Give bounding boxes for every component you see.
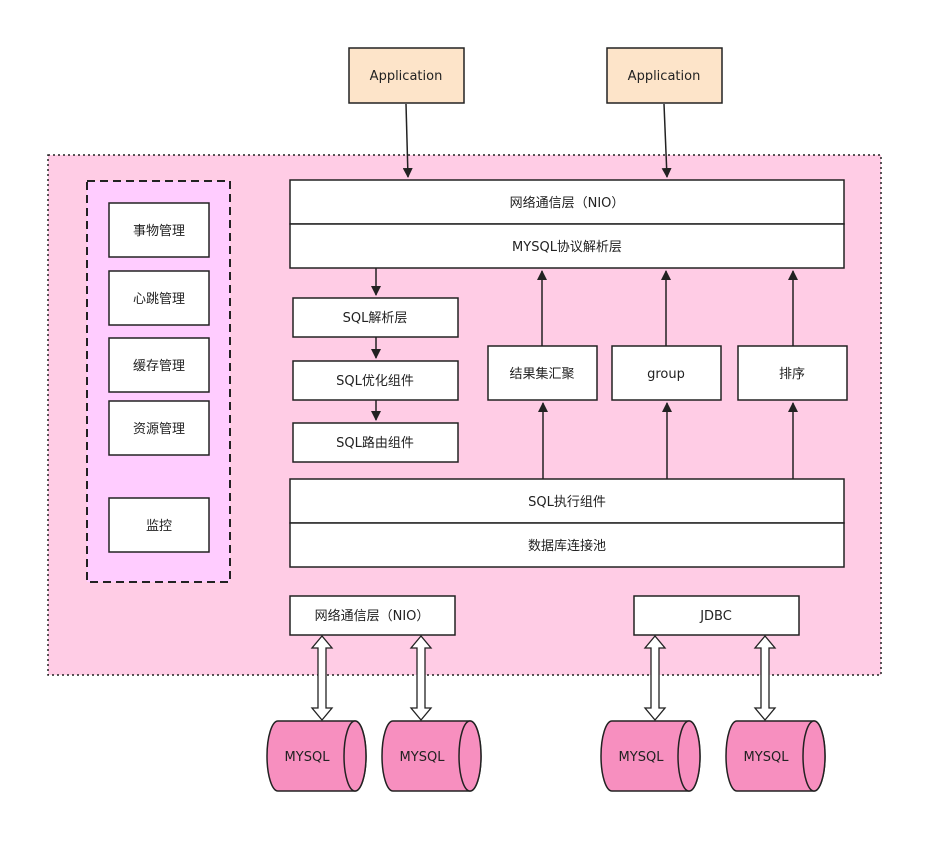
mysql-database-4: MYSQL <box>725 720 826 792</box>
database-label: MYSQL <box>285 750 331 765</box>
application-box-2: Application <box>606 47 723 104</box>
sql-optimize-component: SQL优化组件 <box>292 360 459 401</box>
sql-chain-label: SQL优化组件 <box>336 374 414 389</box>
panel-item-label: 事物管理 <box>133 224 185 239</box>
connector-label: 网络通信层（NIO） <box>315 608 430 624</box>
panel-item-resource: 资源管理 <box>108 400 210 456</box>
panel-item-label: 缓存管理 <box>133 359 185 374</box>
group-box: group <box>611 345 722 401</box>
application-label: Application <box>370 69 443 84</box>
sql-chain-label: SQL解析层 <box>343 311 408 326</box>
sql-chain-label: SQL路由组件 <box>336 435 414 451</box>
pool-label: 数据库连接池 <box>528 538 606 554</box>
mysql-database-2: MYSQL <box>381 720 482 792</box>
network-layer-top: 网络通信层（NIO） <box>289 179 845 225</box>
mysql-database-3: MYSQL <box>600 720 701 792</box>
panel-item-cache: 缓存管理 <box>108 337 210 393</box>
result-merge-box: 结果集汇聚 <box>487 345 598 401</box>
panel-item-monitor: 监控 <box>108 497 210 553</box>
database-label: MYSQL <box>400 750 446 765</box>
sql-parse-layer: SQL解析层 <box>292 297 459 338</box>
application-label: Application <box>628 69 701 84</box>
database-label: MYSQL <box>744 750 790 765</box>
panel-item-label: 监控 <box>146 519 172 534</box>
exec-label: SQL执行组件 <box>528 495 606 510</box>
jdbc-box: JDBC <box>633 595 800 636</box>
network-layer-bottom: 网络通信层（NIO） <box>289 595 456 636</box>
application-box-1: Application <box>348 47 465 104</box>
app-arrow <box>661 103 672 178</box>
sql-exec-component: SQL执行组件 <box>289 478 845 524</box>
sql-route-component: SQL路由组件 <box>292 422 459 463</box>
mysql-database-1: MYSQL <box>266 720 367 792</box>
result-box-label: 排序 <box>779 367 805 382</box>
double-arrow <box>310 634 334 722</box>
database-label: MYSQL <box>619 750 665 765</box>
double-arrow <box>753 634 777 722</box>
protocol-layer-label: MYSQL协议解析层 <box>512 240 622 255</box>
panel-item-heartbeat: 心跳管理 <box>108 270 210 326</box>
double-arrow <box>643 634 667 722</box>
double-arrow <box>409 634 433 722</box>
result-box-label: 结果集汇聚 <box>509 366 574 382</box>
app-arrow <box>402 103 413 178</box>
panel-item-label: 心跳管理 <box>133 292 185 307</box>
panel-item-label: 资源管理 <box>133 422 185 437</box>
sort-box: 排序 <box>737 345 848 401</box>
panel-item-transaction: 事物管理 <box>108 202 210 258</box>
connector-label: JDBC <box>699 609 732 624</box>
result-box-label: group <box>647 367 685 382</box>
network-layer-label: 网络通信层（NIO） <box>510 195 625 211</box>
protocol-parse-layer: MYSQL协议解析层 <box>289 223 845 269</box>
connection-pool: 数据库连接池 <box>289 522 845 568</box>
